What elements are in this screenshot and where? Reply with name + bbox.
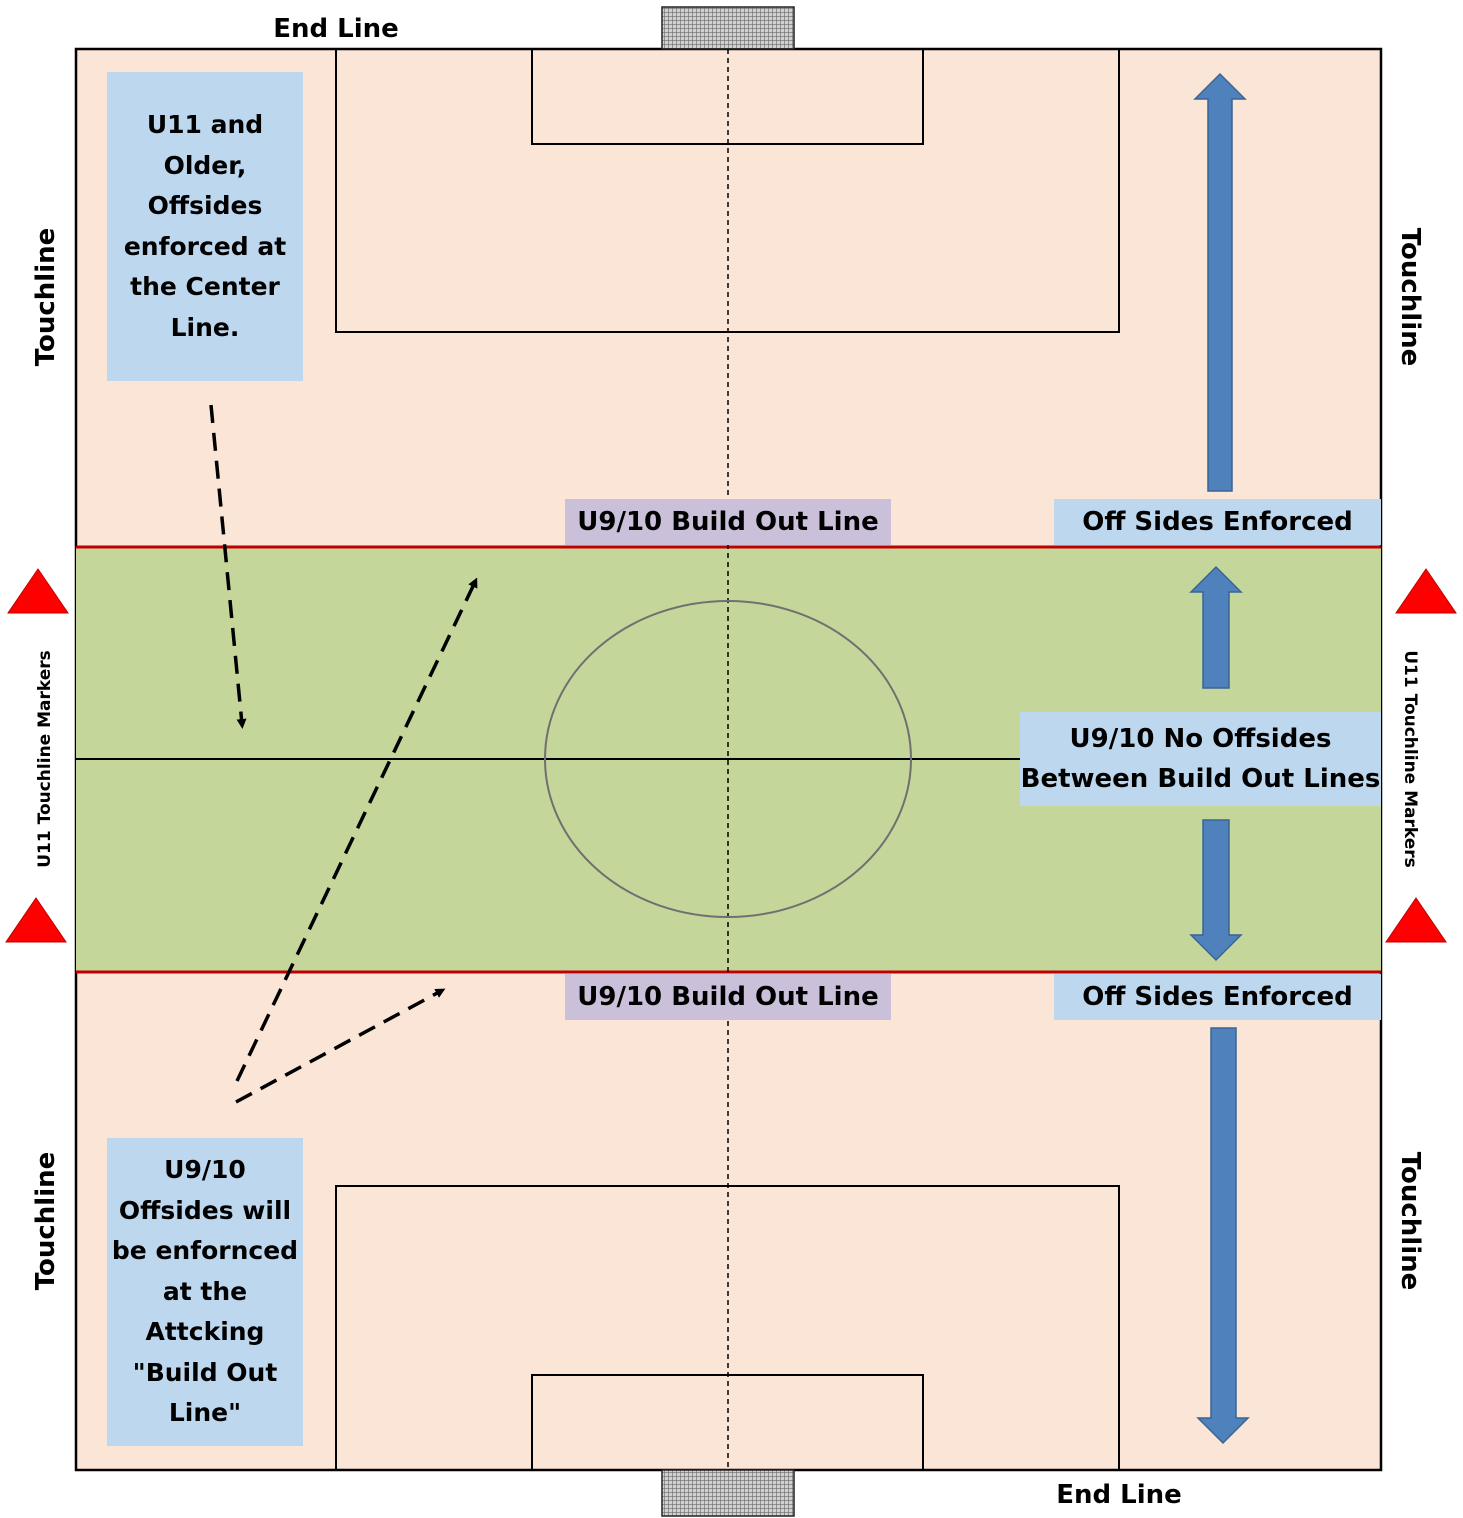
down-arrow-bottom-half [1196,1027,1250,1445]
markers-label-right: U11 Touchline Markers [1400,650,1420,868]
build-out-label-bottom: U9/10 Build Out Line [565,974,891,1020]
offsides-enforced-label-top: Off Sides Enforced [1054,499,1381,545]
touchline-label-right-bottom: Touchline [1395,1152,1425,1291]
dashed-arrow-to-bottom-buildout [235,988,446,1104]
marker-right-bottom-icon [1385,897,1447,943]
markers-label-left: U11 Touchline Markers [35,650,55,868]
marker-right-top-icon [1395,568,1457,614]
offsides-enforced-label-bottom: Off Sides Enforced [1054,974,1381,1020]
up-arrow-top-half [1193,72,1247,492]
u910-offside-note: U9/10 Offsides will be enfornced at the … [107,1138,303,1446]
touchline-label-left-bottom: Touchline [31,1152,61,1291]
u11-offside-note: U11 and Older, Offsides enforced at the … [107,72,303,381]
end-line-label-bottom: End Line [1056,1480,1182,1510]
up-arrow-zone [1189,565,1243,689]
dashed-arrow-u11-to-center [209,404,247,729]
down-arrow-zone [1189,819,1243,962]
build-out-label-top: U9/10 Build Out Line [565,499,891,545]
center-circle [544,600,912,918]
touchline-label-left-top: Touchline [31,228,61,367]
marker-left-bottom-icon [5,897,67,943]
goal-bottom [661,1469,795,1517]
end-line-label-top: End Line [273,14,399,44]
no-offsides-label: U9/10 No Offsides Between Build Out Line… [1020,712,1381,806]
goal-top [661,6,795,50]
marker-left-top-icon [7,568,69,614]
dashed-arrow-to-top-buildout [235,577,478,1082]
touchline-label-right-top: Touchline [1395,228,1425,367]
